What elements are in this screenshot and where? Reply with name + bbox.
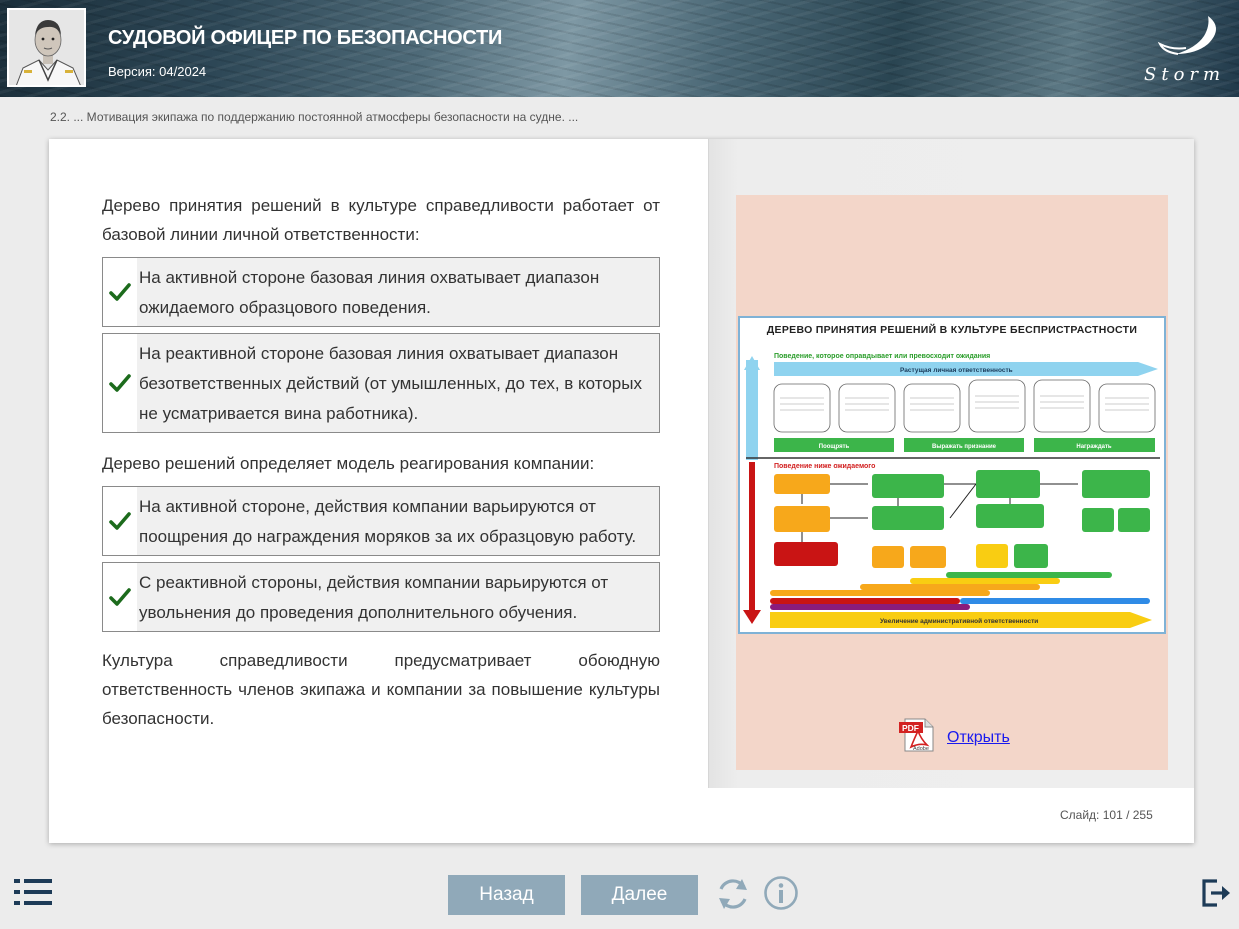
check-item: С реактивной стороны, действия компании … [102,562,660,632]
check-item: На активной стороне базовая линия охваты… [102,257,660,327]
checkmark-icon [103,487,137,555]
pdf-adobe-icon[interactable]: PDF Adobe [899,717,937,758]
next-button[interactable]: Далее [581,875,698,915]
slide-text-column: Дерево принятия решений в культуре справ… [102,191,660,733]
media-frame: ДЕРЕВО ПРИНЯТИЯ РЕШЕНИЙ В КУЛЬТУРЕ БЕСПР… [736,195,1168,770]
course-title: СУДОВОЙ ОФИЦЕР ПО БЕЗОПАСНОСТИ [108,27,503,49]
checkmark-icon [103,334,137,432]
course-version: Версия: 04/2024 [108,64,207,79]
slide-card: Дерево принятия решений в культуре справ… [49,139,1194,843]
diagram-bar-label: Награждать [1076,444,1112,450]
info-icon[interactable] [763,875,799,911]
diagram-title: ДЕРЕВО ПРИНЯТИЯ РЕШЕНИЙ В КУЛЬТУРЕ БЕСПР… [766,324,1138,336]
diagram-bottom-heading: Поведение ниже ожидаемого [774,463,875,470]
exit-icon[interactable] [1201,877,1231,909]
sea-background [0,0,1239,97]
check-item-text: На реактивной стороне базовая линия охва… [139,344,642,423]
attachment-row: PDF Adobe Открыть [899,717,1010,758]
middle-paragraph: Дерево решений определяет модель реагиро… [102,454,595,473]
checkmark-icon [103,258,137,326]
checkmark-icon [103,563,137,631]
check-item-text: На активной стороне базовая линия охваты… [139,268,600,317]
storm-logo-text: Storm [1144,64,1225,85]
storm-logo: Storm [1138,14,1230,86]
decision-tree-diagram[interactable]: ДЕРЕВО ПРИНЯТИЯ РЕШЕНИЙ В КУЛЬТУРЕ БЕСПР… [738,316,1166,634]
diagram-top-heading: Поведение, которое оправдывает или прево… [774,353,990,360]
breadcrumb: 2.2. ... Мотивация экипажа по поддержани… [50,110,579,124]
media-panel: ДЕРЕВО ПРИНЯТИЯ РЕШЕНИЙ В КУЛЬТУРЕ БЕСПР… [708,139,1194,788]
svg-text:Adobe: Adobe [913,746,929,752]
check-item-text: На активной стороне, действия компании в… [139,497,637,546]
open-pdf-link[interactable]: Открыть [947,728,1010,746]
officer-avatar [7,8,86,87]
svg-text:PDF: PDF [902,723,919,733]
back-button[interactable]: Назад [448,875,565,915]
check-item-text: С реактивной стороны, действия компании … [139,573,609,622]
diagram-bottom-arrow-label: Увеличение административной ответственно… [880,617,1038,625]
check-item: На реактивной стороне базовая линия охва… [102,333,660,433]
slide-counter: Слайд: 101 / 255 [1060,808,1153,822]
reload-icon[interactable] [714,875,752,913]
diagram-bar-label: Выражать признание [932,444,997,450]
header-banner: СУДОВОЙ ОФИЦЕР ПО БЕЗОПАСНОСТИ Версия: 0… [0,0,1239,97]
diagram-top-arrow-label: Растущая личная ответственность [900,367,1013,374]
conclusion-paragraph: Культура справедливости предусматривает … [102,651,660,728]
check-item: На активной стороне, действия компании в… [102,486,660,556]
intro-paragraph: Дерево принятия решений в культуре справ… [102,196,660,244]
menu-list-icon[interactable] [14,878,52,906]
diagram-bar-label: Поощрять [819,444,850,450]
